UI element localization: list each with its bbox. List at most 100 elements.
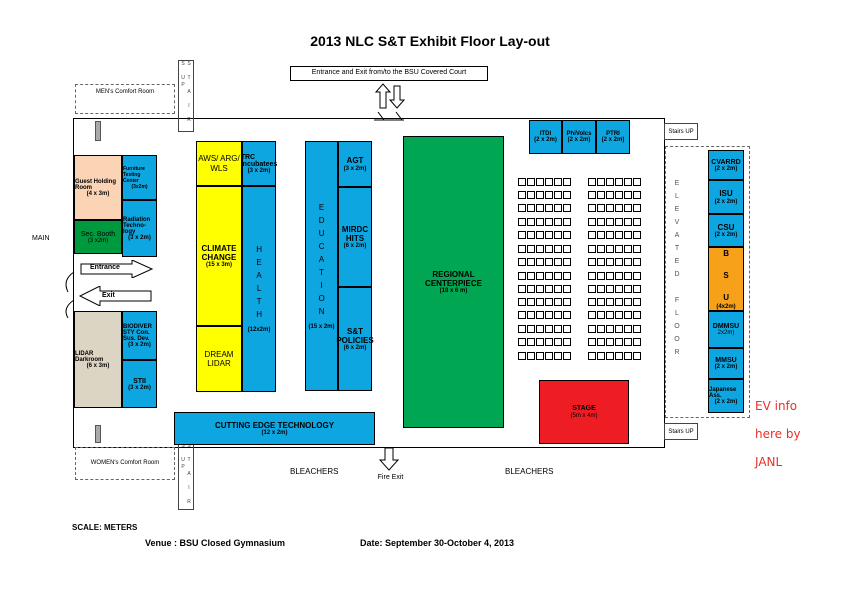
entrance-label: Entrance and Exit from/to the BSU Covere… xyxy=(290,66,488,81)
seat xyxy=(606,272,614,280)
stairs-top: S T A I R S UP xyxy=(178,60,194,132)
seat xyxy=(527,352,535,360)
seat xyxy=(615,285,623,293)
booth-stii: STII (3 x 2m) xyxy=(122,360,157,408)
entrance-arrow-label: Entrance xyxy=(90,264,120,271)
seat xyxy=(518,338,526,346)
booth-dmmsu: DMMSU 2x2m) xyxy=(708,311,744,348)
entrance-arrows xyxy=(374,83,406,121)
seat xyxy=(606,298,614,306)
seat xyxy=(563,245,571,253)
exit-arrow: Exit xyxy=(78,285,152,307)
seat xyxy=(633,298,641,306)
seat xyxy=(624,352,632,360)
arrow-up-icon xyxy=(374,83,392,109)
booth-japanese: Japanese Ass. (2 x 2m) xyxy=(708,379,744,413)
booth-name: AGT xyxy=(346,156,364,166)
booth-isu: ISU (2 x 2m) xyxy=(708,180,744,214)
booth-radiation: Radiation Techno-logy (3 x 2m) xyxy=(122,200,157,257)
booth-size: (2 x 2m) xyxy=(714,198,738,205)
seat xyxy=(518,204,526,212)
booth-size: (2 x 2m) xyxy=(534,137,557,143)
stairs-bottom-label: S T A I R S UP xyxy=(180,443,192,506)
seat xyxy=(545,285,553,293)
seat xyxy=(518,298,526,306)
pillar xyxy=(95,121,101,141)
pillar xyxy=(95,425,101,443)
booth-size: (2 x 2m) xyxy=(714,399,738,405)
booth-size: (5m x 4m) xyxy=(570,413,598,420)
seat xyxy=(563,352,571,360)
seat xyxy=(545,218,553,226)
booth-lidar-darkroom: LIDAR Darkroom (6 x 3m) xyxy=(74,311,122,408)
booth-name: DREAM LIDAR xyxy=(204,349,234,368)
booth-name: Guest Holding Room xyxy=(75,178,116,191)
seat xyxy=(588,272,596,280)
stairs-up-top: Stairs UP xyxy=(664,123,698,140)
booth-size: (3 x 2m) xyxy=(128,384,151,391)
seat xyxy=(518,272,526,280)
seat xyxy=(545,311,553,319)
seat xyxy=(624,178,632,186)
womens-room-label: WOMEN's Comfort Room xyxy=(90,460,160,467)
seat xyxy=(536,204,544,212)
seat xyxy=(606,191,614,199)
seat xyxy=(536,285,544,293)
seat xyxy=(588,258,596,266)
booth-ptri: PTRI (2 x 2m) xyxy=(596,120,630,154)
booth-size: (2 x 2m) xyxy=(567,137,591,143)
seat xyxy=(554,352,562,360)
seat xyxy=(554,178,562,186)
booth-size: (2 x 2m) xyxy=(714,232,738,239)
stairs-up-top-label: Stairs UP xyxy=(668,128,694,135)
seat xyxy=(554,204,562,212)
seat xyxy=(518,191,526,199)
booth-size: (6 x 2m) xyxy=(343,345,367,352)
booth-name: B S U xyxy=(721,248,731,304)
seat xyxy=(536,311,544,319)
booth-name: Japanese Ass. xyxy=(709,387,737,399)
seat xyxy=(615,191,623,199)
booth-size: (6 x 3m) xyxy=(86,362,110,369)
date-label: Date: September 30-October 4, 2013 xyxy=(360,538,515,548)
arrow-right-icon xyxy=(80,259,154,279)
seat xyxy=(606,311,614,319)
booth-guest-holding: Guest Holding Room (4 x 3m) xyxy=(74,155,122,220)
seat xyxy=(554,285,562,293)
seat xyxy=(633,272,641,280)
booth-agt: AGT (3 x 2m) xyxy=(338,141,372,187)
seat xyxy=(606,325,614,333)
seat xyxy=(624,191,632,199)
booth-name: HEALTH xyxy=(254,245,264,323)
note-line: here by xyxy=(755,427,801,441)
booth-name: AWS/ ARG/ WLS xyxy=(198,154,240,173)
seat xyxy=(606,245,614,253)
stage: STAGE (5m x 4m) xyxy=(539,380,629,444)
seat xyxy=(606,218,614,226)
booth-mmsu: MMSU (2 x 2m) xyxy=(708,348,744,379)
seat xyxy=(527,191,535,199)
seat xyxy=(597,204,605,212)
stairs-top-label: S T A I R S UP xyxy=(180,61,192,124)
womens-comfort-room: WOMEN's Comfort Room xyxy=(75,447,175,480)
arrow-down-icon xyxy=(388,85,406,109)
seat xyxy=(588,204,596,212)
seat xyxy=(597,285,605,293)
seat xyxy=(545,352,553,360)
exit-arrow-label: Exit xyxy=(102,292,115,299)
seat xyxy=(536,352,544,360)
booth-size: (2 x 2m) xyxy=(601,137,625,143)
seat xyxy=(588,231,596,239)
booth-name: EDUCATION xyxy=(317,202,327,320)
seat xyxy=(563,325,571,333)
seat xyxy=(615,352,623,360)
seat xyxy=(624,218,632,226)
seat xyxy=(597,352,605,360)
seat xyxy=(615,325,623,333)
booth-size: (2 x 2m) xyxy=(714,364,738,370)
booth-size: (4 x 3m) xyxy=(86,190,110,197)
seat xyxy=(606,178,614,186)
fire-exit-label: Fire Exit xyxy=(377,474,404,481)
booth-phivolcs: PhiVolcs (2 x 2m) xyxy=(562,120,596,154)
seat xyxy=(518,285,526,293)
